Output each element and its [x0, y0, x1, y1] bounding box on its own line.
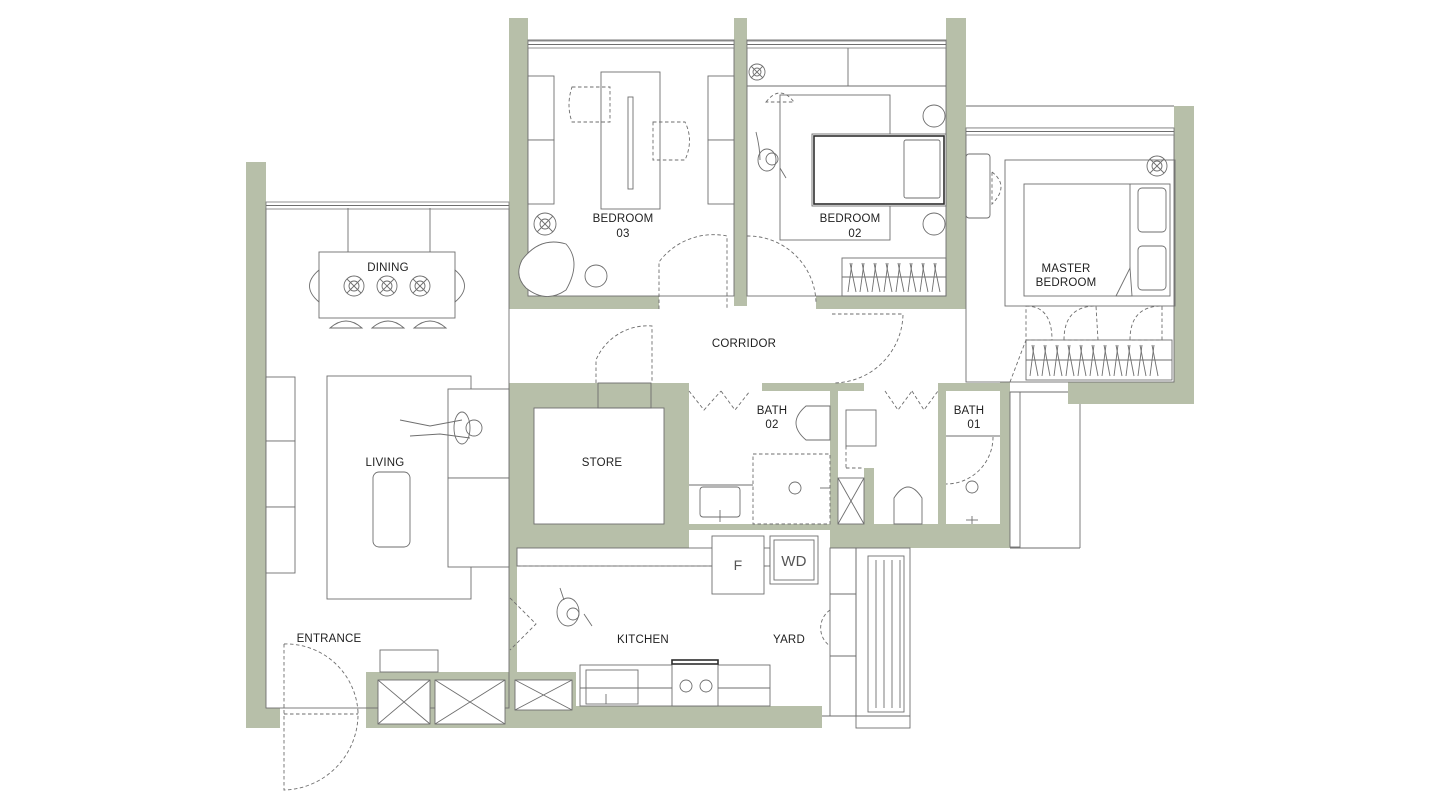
entrance-label: ENTRANCE: [297, 633, 362, 645]
hangers-master: [1029, 344, 1159, 377]
kitchen-label: KITCHEN: [617, 634, 669, 646]
bedroom-02-number: 02: [848, 228, 861, 240]
fridge-label: F: [734, 557, 743, 573]
living-label: LIVING: [366, 457, 405, 469]
living-furniture: [265, 375, 510, 600]
bath-02-number: 02: [765, 419, 778, 431]
bath-02-label: BATH: [757, 405, 788, 417]
yard-fixtures: [829, 547, 905, 717]
doors: [283, 234, 994, 791]
dining-furniture: [309, 208, 465, 329]
store-label: STORE: [582, 457, 623, 469]
bedroom-02-furniture: [747, 48, 947, 297]
bath-01-label: BATH: [954, 405, 985, 417]
store: [533, 382, 665, 525]
dining-label: DINING: [367, 262, 408, 274]
kitchen-fixtures: [377, 535, 819, 725]
master-bedroom-label: MASTER: [1041, 263, 1090, 275]
bedroom-03-number: 03: [616, 228, 629, 240]
bath-01-number: 01: [967, 419, 980, 431]
washer-dryer-label: WD: [781, 553, 806, 570]
hangers-bedroom-02: [847, 262, 941, 293]
bedroom-03-furniture: [518, 71, 735, 297]
room-labels: BEDROOM 03 BEDROOM 02 MASTER BEDROOM DIN…: [297, 213, 1097, 646]
bath-01-fixtures: [837, 409, 1000, 525]
yard-label: YARD: [773, 634, 805, 646]
master-bedroom-furniture: [965, 153, 1176, 383]
bath-02-fixtures: [689, 405, 831, 525]
corridor-label: CORRIDOR: [712, 338, 776, 350]
walls: [246, 18, 1194, 728]
bedroom-03-label: BEDROOM: [593, 213, 654, 225]
bedroom-02-label: BEDROOM: [820, 213, 881, 225]
master-bedroom-label-2: BEDROOM: [1036, 277, 1097, 289]
